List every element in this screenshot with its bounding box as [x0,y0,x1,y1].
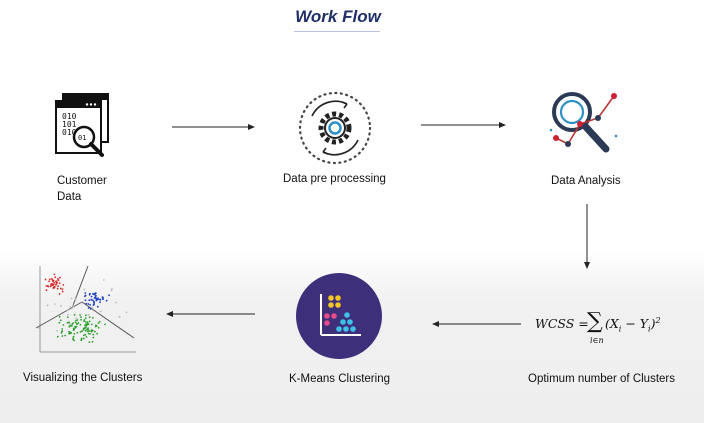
diagram-title: Work Flow [295,7,381,26]
arrow-optimum-to-kmeans [432,319,522,329]
svg-text:010: 010 [62,128,77,137]
data-preprocessing-label: Data pre processing [283,173,386,185]
sigma-symbol: ∑ [587,309,603,334]
arrow-kmeans-to-visualizing [166,309,256,319]
customer-data-line2: Data [57,191,82,203]
arrow-preprocessing-to-analysis [421,120,507,130]
visualizing-clusters-label: Visualizing the Clusters [23,372,143,384]
magnifier-chart-icon [546,88,622,158]
sum-index: i∈n [590,336,604,345]
kmeans-clustering-label: K-Means Clustering [289,373,390,385]
wcss-body: (Xi − Yi)2 [605,316,661,334]
gear-processing-icon [295,90,375,166]
title-underline [294,31,380,32]
data-analysis-label: Data Analysis [551,175,621,187]
binary-data-search-icon: 010 101 010 01 [54,93,110,159]
customer-data-line1: Customer [57,175,107,187]
customer-data-label: Customer Data [57,173,107,205]
wcss-lhs: WCSS = [535,316,589,331]
kmeans-clustering-icon [295,272,383,360]
svg-text:010: 010 [62,112,77,121]
optimum-clusters-label: Optimum number of Clusters [528,373,675,385]
arrow-analysis-to-optimum [582,204,592,270]
svg-text:101: 101 [62,120,77,129]
arrow-customer-to-preprocessing [172,122,256,132]
svg-text:01: 01 [78,134,86,142]
cluster-scatter-plot-icon [32,262,138,358]
